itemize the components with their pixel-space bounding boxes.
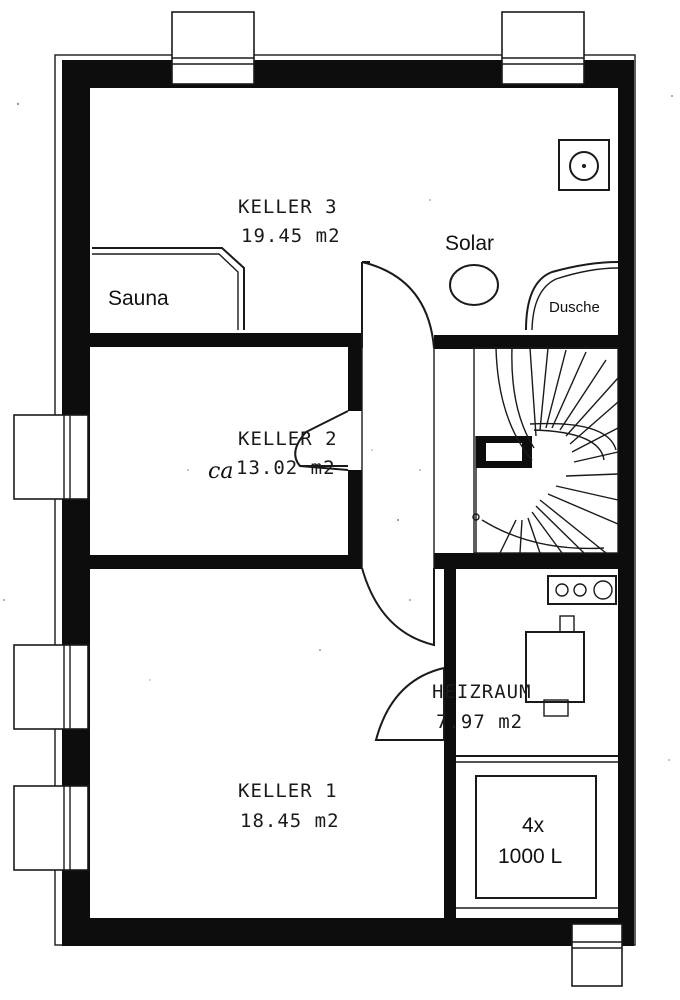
- dusche-tray: [525, 261, 619, 331]
- wall-stair-heizraum: [434, 553, 618, 569]
- wall-keller2-corridor-upper: [348, 333, 362, 411]
- interior-walls: [90, 333, 618, 918]
- keller2-name: KELLER 2: [238, 428, 338, 450]
- tank-count-label: 4x: [522, 814, 545, 837]
- window-left-keller1-lower: [13, 785, 89, 871]
- dusche-label: Dusche: [549, 299, 600, 316]
- window-top-right: [501, 11, 585, 85]
- heating-equipment: [525, 575, 617, 717]
- windows: [13, 11, 623, 987]
- sauna-label: Sauna: [108, 287, 169, 310]
- door-heizraum: [374, 667, 445, 741]
- keller2-ca-prefix: ca: [208, 459, 233, 484]
- heizung-boiler: [525, 631, 585, 703]
- window-left-keller1-upper: [13, 644, 89, 730]
- heizraum-name: HEIZRAUM: [432, 681, 532, 703]
- door-corridor-lower-swing: [361, 567, 435, 647]
- solar-label: Solar: [445, 232, 494, 255]
- heizraum-area: 7.97 m2: [436, 711, 523, 733]
- wall-keller2-keller1: [90, 555, 362, 569]
- window-left-keller2: [13, 414, 89, 500]
- door-corridor-upper-swing: [361, 261, 435, 349]
- wall-heizraum-left: [444, 553, 456, 918]
- door-keller2: [294, 410, 349, 471]
- wall-right: [618, 60, 634, 946]
- tank-room: [456, 755, 618, 909]
- keller1-area: 18.45 m2: [240, 810, 340, 832]
- wall-corridor-stair-top: [434, 335, 618, 349]
- keller3-name: KELLER 3: [238, 196, 338, 218]
- sauna-room: [92, 247, 245, 330]
- tank-volume-label: 1000 L: [498, 845, 562, 868]
- heizung-controls: [547, 575, 617, 605]
- boiler-unit: [558, 139, 610, 191]
- corridor-edge: [361, 348, 435, 568]
- window-bottom-right: [571, 923, 623, 987]
- window-top-left: [171, 11, 255, 85]
- staircase: [472, 347, 619, 554]
- wall-keller3-keller2: [90, 333, 362, 347]
- wall-bottom: [62, 918, 632, 946]
- wall-keller2-corridor-lower: [348, 470, 362, 569]
- solar-tank: [449, 264, 499, 306]
- keller3-area: 19.45 m2: [241, 225, 341, 247]
- outer-wall-line: [54, 54, 636, 946]
- corridor-doors: [361, 261, 435, 647]
- keller2-area: 13.02 m2: [236, 457, 336, 479]
- keller1-name: KELLER 1: [238, 780, 338, 802]
